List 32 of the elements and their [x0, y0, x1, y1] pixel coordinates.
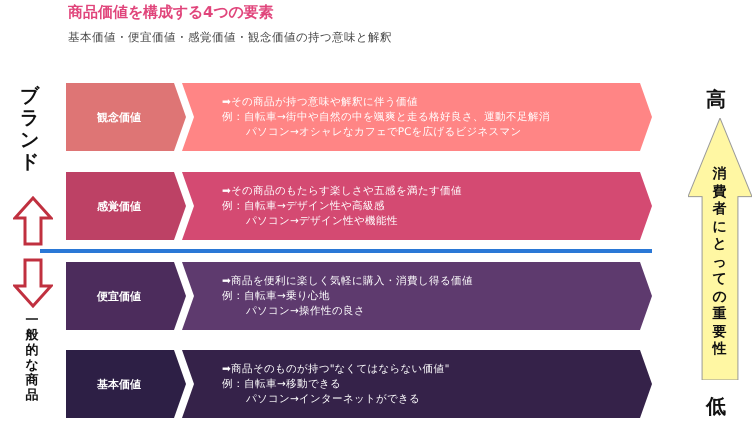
value-description: ➡商品そのものが持つ"なくてはならない価値" [222, 362, 450, 376]
example-text: パソコン→オシャレなカフェでPCを広げるビジネスマン [245, 124, 522, 140]
value-name: 感覚価値 [97, 198, 142, 214]
example-text: 例：自転車→移動できる [222, 376, 342, 392]
value-description: ➡その商品が持つ意味や解釈に伴う価値 [222, 94, 419, 110]
high-label: 高 [706, 86, 726, 113]
arrow-text: 消費者にとっての重要性 [712, 166, 728, 358]
example-text: パソコン→操作性の良さ [245, 304, 366, 318]
value-description: ➡その商品のもたらす楽しさや五感を満たす価値 [222, 184, 462, 198]
value-chevron [182, 262, 652, 330]
brand-label: ブランド [19, 86, 40, 174]
value-chevron [182, 350, 652, 418]
value-chevron [182, 172, 652, 240]
value-tag [66, 83, 186, 151]
value-chevron [182, 83, 652, 151]
value-name: 観念価値 [97, 110, 142, 124]
example-text: パソコン→インターネットができる [245, 392, 421, 406]
example-text: 例：自転車→街中や自然の中を颯爽と走る格好良さ、運動不足解消 [222, 110, 550, 124]
general-product-label: 一般的な商品 [25, 314, 40, 404]
value-tag [66, 172, 186, 240]
value-tag [66, 350, 186, 418]
example-text: パソコン→デザイン性や機能性 [245, 214, 399, 228]
example-text: 例：自転車→乗り心地 [222, 288, 331, 304]
value-tag [66, 262, 186, 330]
example-text: 例：自転車→デザイン性や高級感 [222, 198, 386, 214]
subtitle: 基本価値・便宜価値・感覚価値・観念価値の持つ意味と解釈 [68, 30, 392, 45]
value-name: 基本価値 [97, 376, 142, 392]
diagram-title: 商品価値を構成する4つの要素 [68, 3, 274, 22]
importance-arrow [688, 118, 752, 380]
low-label: 低 [706, 393, 726, 420]
value-description: ➡商品を便利に楽しく気軽に購入・消費し得る価値 [222, 274, 473, 288]
value-name: 便宜価値 [97, 288, 142, 304]
